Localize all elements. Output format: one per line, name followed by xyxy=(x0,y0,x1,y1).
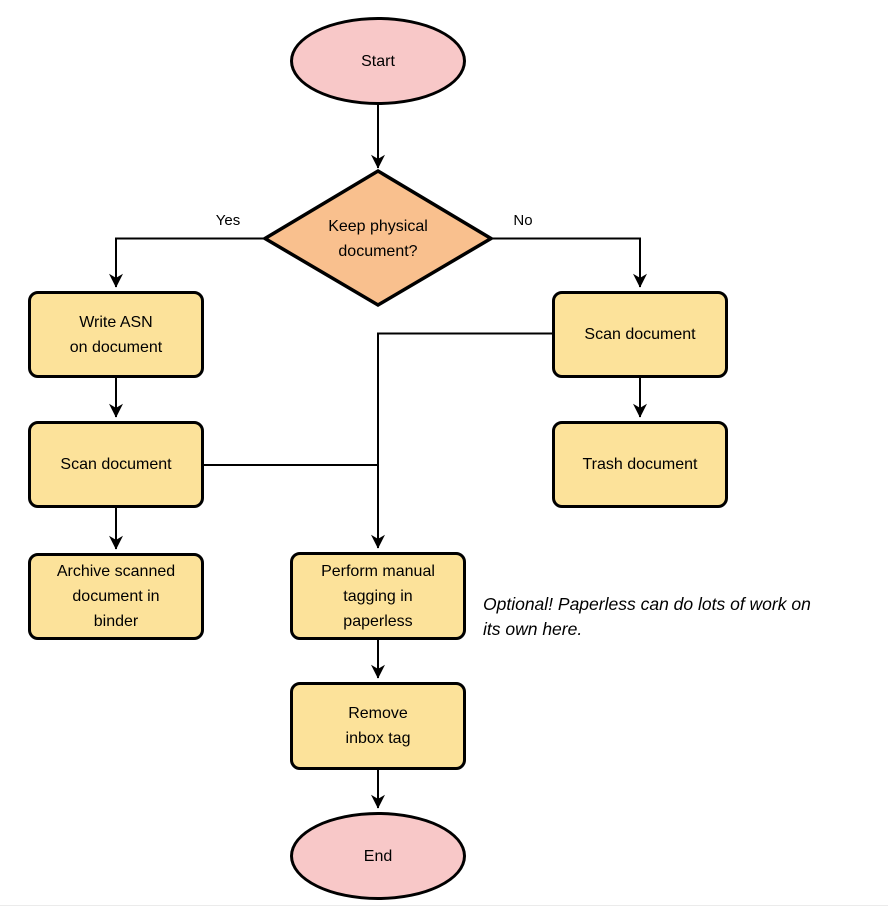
trash-document-node: Trash document xyxy=(552,421,728,508)
remove-inbox-tag-node: Remove inbox tag xyxy=(290,682,466,770)
scan-document-right-node: Scan document xyxy=(552,291,728,378)
edge-label-yes: Yes xyxy=(215,212,241,229)
scan-document-left-node: Scan document xyxy=(28,421,204,508)
page-bottom-edge xyxy=(0,905,888,906)
decision-diamond-shape xyxy=(261,168,495,308)
manual-tagging-node: Perform manual tagging in paperless xyxy=(290,552,466,640)
connector-decision-yes-to-write-asn xyxy=(109,237,265,288)
edge-label-no: No xyxy=(513,212,533,229)
connector-scan-right-to-tagging xyxy=(371,332,552,549)
end-node: End xyxy=(290,812,466,900)
connector-decision-no-to-scan-right xyxy=(491,237,647,288)
write-asn-node: Write ASN on document xyxy=(28,291,204,378)
decision-node-label: Keep physical document? xyxy=(328,218,428,260)
start-node: Start xyxy=(290,17,466,105)
archive-document-node: Archive scanned document in binder xyxy=(28,553,204,640)
optional-annotation-text: Optional! Paperless can do lots of work … xyxy=(483,594,811,639)
